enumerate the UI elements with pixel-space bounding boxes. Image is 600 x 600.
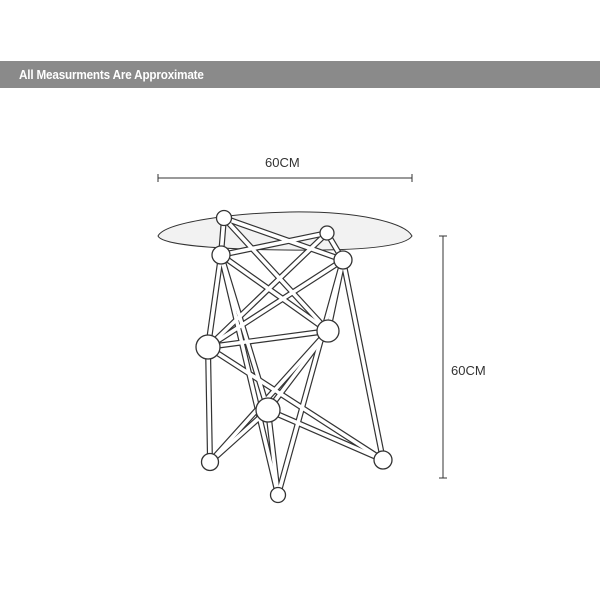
table-base-frame [195, 209, 393, 504]
width-dimension-line [157, 174, 413, 182]
height-dimension-label: 60CM [451, 363, 486, 378]
height-dimension-line [439, 235, 447, 479]
connector-ball [373, 450, 393, 470]
width-dimension-label: 60CM [265, 155, 300, 170]
frame-rods-fill [206, 216, 385, 497]
banner-title: All Measurments Are Approximate [19, 67, 204, 82]
connector-ball [319, 225, 335, 241]
connector-ball [211, 245, 231, 265]
connector-ball [269, 486, 287, 504]
connector-ball [215, 209, 233, 227]
connector-ball [195, 334, 221, 360]
frame-connector-balls [195, 209, 393, 504]
frame-rods-outline [205, 215, 386, 498]
connector-ball [333, 250, 353, 270]
measurement-banner: All Measurments Are Approximate [0, 61, 600, 88]
connector-ball [255, 397, 281, 423]
connector-ball [316, 319, 340, 343]
connector-ball [200, 452, 220, 472]
